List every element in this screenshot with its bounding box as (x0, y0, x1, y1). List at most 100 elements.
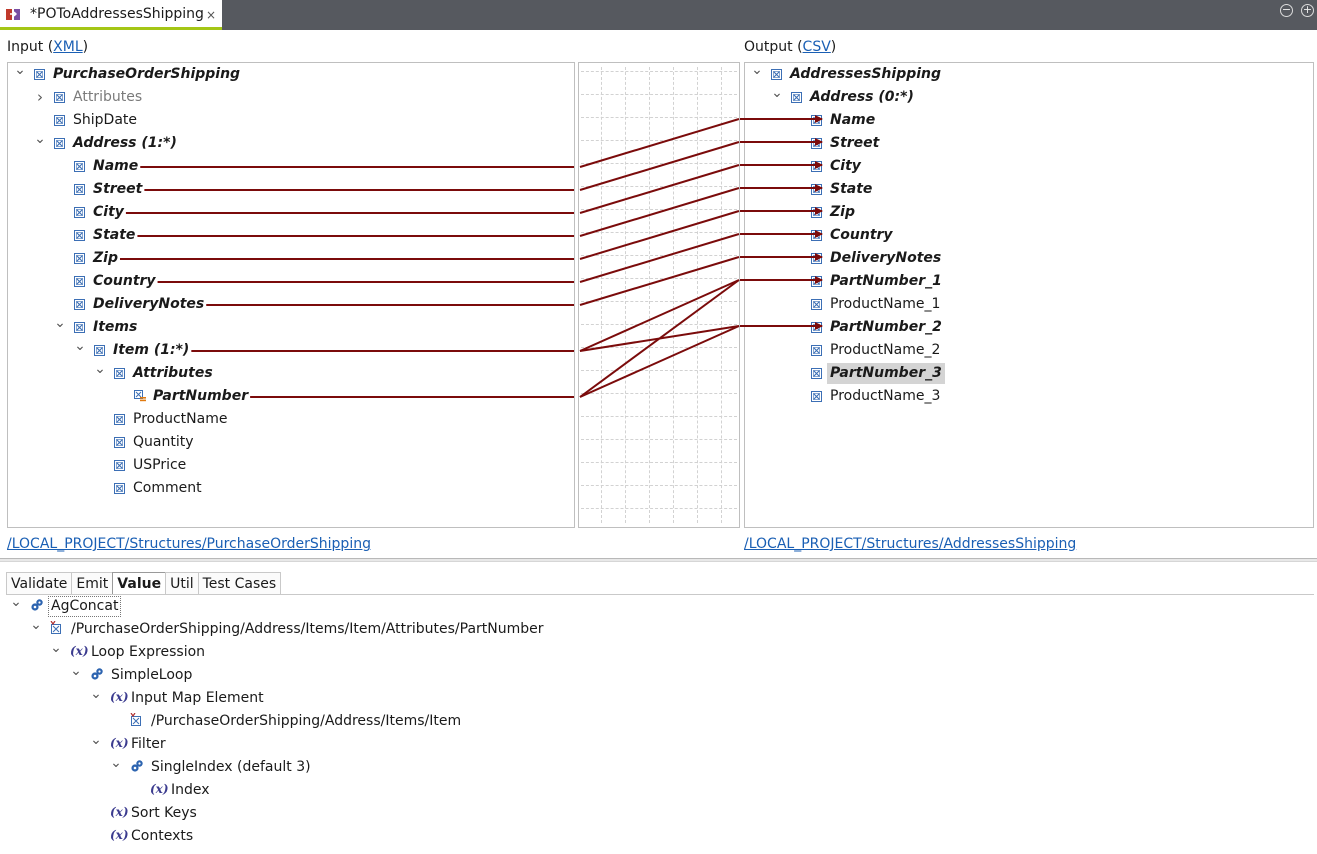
tab-validate[interactable]: Validate (6, 572, 73, 595)
element-node-icon (811, 390, 822, 402)
input-structure-path-link[interactable]: /LOCAL_PROJECT/Structures/PurchaseOrderS… (7, 536, 371, 552)
output-tree-label: ProductName_1 (830, 296, 941, 312)
close-icon[interactable]: × (206, 8, 217, 22)
input-format-link[interactable]: XML (53, 39, 83, 55)
element-node-icon (791, 91, 802, 103)
chevron-down-icon[interactable]: ⌄ (94, 361, 106, 377)
variable-icon: (x) (110, 805, 129, 819)
grid-line (697, 67, 698, 523)
output-structure-path-link[interactable]: /LOCAL_PROJECT/Structures/AddressesShipp… (744, 536, 1077, 552)
function-icon (30, 598, 43, 611)
element-node-icon (74, 160, 85, 172)
chevron-down-icon[interactable]: ⌄ (751, 62, 763, 78)
svg-text:(x): (x) (150, 782, 168, 796)
input-tree-label: Attributes (73, 89, 143, 105)
element-node-icon (811, 114, 822, 126)
value-tree-label: Contexts (131, 828, 194, 844)
element-node-icon (74, 206, 85, 218)
element-node-icon (811, 229, 822, 241)
chevron-down-icon[interactable]: ⌄ (30, 617, 42, 633)
element-node-icon (811, 321, 822, 333)
variable-icon: (x) (110, 690, 129, 704)
value-tree-label: SingleIndex (default 3) (151, 759, 311, 775)
editor-tab[interactable]: *POToAddressesShipping × (0, 0, 222, 30)
chevron-down-icon[interactable]: ⌄ (110, 755, 122, 771)
tab-divider (6, 594, 1314, 595)
grid-line (581, 209, 737, 210)
tab-emit[interactable]: Emit (71, 572, 114, 595)
element-node-icon (74, 275, 85, 287)
tab-value[interactable]: Value (112, 572, 167, 595)
variable-icon: (x) (70, 644, 89, 658)
chevron-down-icon[interactable]: ⌄ (14, 62, 26, 78)
element-node-icon (114, 413, 125, 425)
chevron-down-icon[interactable]: ⌄ (771, 85, 783, 101)
value-tree-label: Sort Keys (131, 805, 197, 821)
element-node-icon (54, 114, 65, 126)
element-node-icon (114, 459, 125, 471)
grid-line (581, 462, 737, 463)
input-tree-label: Comment (133, 480, 202, 496)
value-tree-label: /PurchaseOrderShipping/Address/Items/Ite… (71, 621, 544, 637)
chevron-down-icon[interactable]: ⌄ (90, 686, 102, 702)
chevron-right-icon[interactable]: › (37, 88, 43, 106)
input-tree-label: Attributes (133, 365, 213, 381)
mapping-canvas[interactable] (578, 62, 740, 528)
chevron-down-icon[interactable]: ⌄ (50, 640, 62, 656)
chevron-down-icon[interactable]: ⌄ (10, 594, 22, 610)
output-tree-label: State (830, 181, 873, 197)
chevron-down-icon[interactable]: ⌄ (54, 315, 66, 331)
variable-icon: (x) (110, 828, 129, 842)
chevron-down-icon[interactable]: ⌄ (70, 663, 82, 679)
element-node-icon (811, 367, 822, 379)
output-tree-panel[interactable] (744, 62, 1314, 528)
grid-line (581, 347, 737, 348)
minimize-icon[interactable]: − (1280, 3, 1293, 17)
grid-line (581, 94, 737, 95)
element-node-icon (54, 137, 65, 149)
input-tree-label: Item (1:*) (113, 342, 190, 358)
chevron-down-icon[interactable]: ⌄ (90, 732, 102, 748)
element-node-icon (114, 436, 125, 448)
value-tree-label: Filter (131, 736, 166, 752)
grid-line (581, 393, 737, 394)
chevron-down-icon[interactable]: ⌄ (34, 131, 46, 147)
value-tree-label: AgConcat (48, 596, 122, 617)
maximize-icon[interactable]: + (1301, 3, 1314, 17)
grid-line (581, 140, 737, 141)
element-node-icon (811, 344, 822, 356)
panel-splitter[interactable] (0, 558, 1317, 562)
svg-text:(x): (x) (110, 828, 128, 842)
grid-line (673, 67, 674, 523)
output-tree-label: Address (0:*) (810, 89, 914, 105)
grid-line (581, 416, 737, 417)
element-node-icon (74, 321, 85, 333)
output-format-link[interactable]: CSV (802, 39, 831, 55)
element-node-icon (811, 160, 822, 172)
output-tree-label: PartNumber_2 (830, 319, 942, 335)
input-tree-label: PurchaseOrderShipping (53, 66, 241, 82)
element-node-icon (114, 367, 125, 379)
output-tree-label: AddressesShipping (790, 66, 942, 82)
input-tree-panel[interactable] (7, 62, 575, 528)
grid-line (625, 67, 626, 523)
grid-line (581, 324, 737, 325)
element-node-icon (74, 252, 85, 264)
output-tree-label: Street (830, 135, 880, 151)
value-tree-label: /PurchaseOrderShipping/Address/Items/Ite… (151, 713, 462, 729)
map-reference-icon (50, 620, 61, 634)
element-node-icon (74, 183, 85, 195)
element-node-icon (811, 252, 822, 264)
value-tree-label: Loop Expression (91, 644, 206, 660)
element-node-icon (811, 137, 822, 149)
grid-line (649, 67, 650, 523)
output-tree-label: Zip (830, 204, 855, 220)
chevron-down-icon[interactable]: ⌄ (74, 338, 86, 354)
value-tree-label: Index (171, 782, 210, 798)
grid-line (721, 67, 722, 523)
tab-test-cases[interactable]: Test Cases (197, 572, 282, 595)
svg-text:(x): (x) (110, 805, 128, 819)
grid-line (581, 232, 737, 233)
tab-util[interactable]: Util (165, 572, 199, 595)
